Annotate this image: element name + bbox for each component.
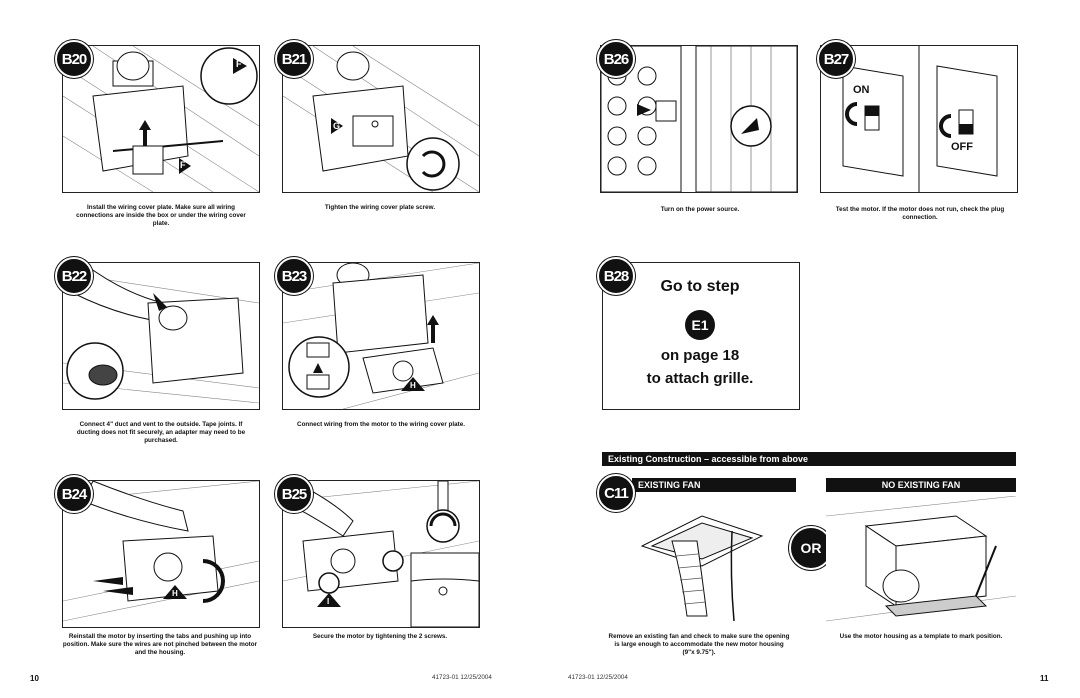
caption-no-existing-fan: Use the motor housing as a template to m… bbox=[839, 633, 1003, 640]
illustration-b25: I bbox=[282, 480, 480, 628]
no-existing-fan-header: NO EXISTING FAN bbox=[826, 478, 1016, 492]
step-badge-b23: B23 bbox=[275, 257, 313, 295]
section-header-existing-construction: Existing Construction – accessible from … bbox=[602, 452, 1016, 466]
step-badge-b20: B20 bbox=[55, 40, 93, 78]
illustration-existing-fan bbox=[602, 496, 798, 626]
b27-switch-on-label: ON bbox=[853, 84, 870, 96]
b25-drawing bbox=[283, 481, 479, 627]
illustration-b21: G bbox=[282, 45, 480, 193]
caption-b23: Connect wiring from the motor to the wir… bbox=[297, 421, 465, 428]
illustration-b24: H bbox=[62, 480, 260, 628]
caption-existing-fan: Remove an existing fan and check to make… bbox=[608, 633, 790, 656]
step-badge-c11: C11 bbox=[597, 474, 635, 512]
page-number-left: 10 bbox=[30, 674, 39, 683]
caption-b25: Secure the motor by tightening the 2 scr… bbox=[312, 633, 448, 640]
caption-b22: Connect 4" duct and vent to the outside.… bbox=[76, 421, 246, 444]
b23-letter-h: H bbox=[410, 381, 416, 390]
step-badge-b22: B22 bbox=[55, 257, 93, 295]
step-badge-b21: B21 bbox=[275, 40, 313, 78]
doc-id-right: 41723-01 12/25/2004 bbox=[568, 674, 628, 681]
step-badge-b28: B28 bbox=[597, 257, 635, 295]
doc-id-left: 41723-01 12/25/2004 bbox=[432, 674, 492, 681]
illustration-b23: H bbox=[282, 262, 480, 410]
b22-drawing bbox=[63, 263, 259, 404]
b25-letter-i: I bbox=[327, 597, 330, 606]
page-number-right: 11 bbox=[1040, 674, 1049, 683]
illustration-b22 bbox=[62, 262, 260, 410]
goto-line2: on page 18 bbox=[660, 347, 740, 364]
caption-b24: Reinstall the motor by inserting the tab… bbox=[62, 633, 258, 656]
b23-drawing bbox=[283, 263, 479, 409]
step-badge-b24: B24 bbox=[55, 475, 93, 513]
b20-letter-f-bottom: F bbox=[180, 160, 186, 170]
step-badge-b26: B26 bbox=[597, 40, 635, 78]
b24-drawing bbox=[63, 481, 259, 622]
goto-line1: Go to step bbox=[660, 278, 740, 295]
existing-fan-drawing bbox=[640, 515, 764, 622]
b21-letter-g: G bbox=[333, 121, 341, 131]
goto-step-badge-e1: E1 bbox=[685, 310, 715, 340]
illustration-b27: ON OFF bbox=[820, 45, 1018, 193]
or-badge: OR bbox=[789, 526, 833, 570]
existing-fan-header: EXISTING FAN bbox=[632, 478, 796, 492]
illustration-no-existing-fan bbox=[826, 496, 1016, 626]
goto-line3: to attach grille. bbox=[646, 370, 754, 387]
b20-drawing bbox=[63, 46, 259, 192]
caption-b26: Turn on the power source. bbox=[660, 206, 740, 213]
caption-b27: Test the motor. If the motor does not ru… bbox=[835, 206, 1005, 221]
caption-b20: Install the wiring cover plate. Make sur… bbox=[76, 204, 246, 227]
caption-b21: Tighten the wiring cover plate screw. bbox=[324, 204, 436, 211]
b21-drawing bbox=[283, 46, 479, 192]
no-existing-fan-drawing bbox=[826, 496, 1016, 622]
illustration-b20: F F bbox=[62, 45, 260, 193]
b27-drawing bbox=[842, 46, 998, 192]
step-badge-b25: B25 bbox=[275, 475, 313, 513]
b27-switch-off-label: OFF bbox=[951, 141, 973, 153]
b20-letter-f-top: F bbox=[236, 59, 242, 69]
b24-letter-h: H bbox=[172, 589, 178, 598]
step-badge-b27: B27 bbox=[817, 40, 855, 78]
